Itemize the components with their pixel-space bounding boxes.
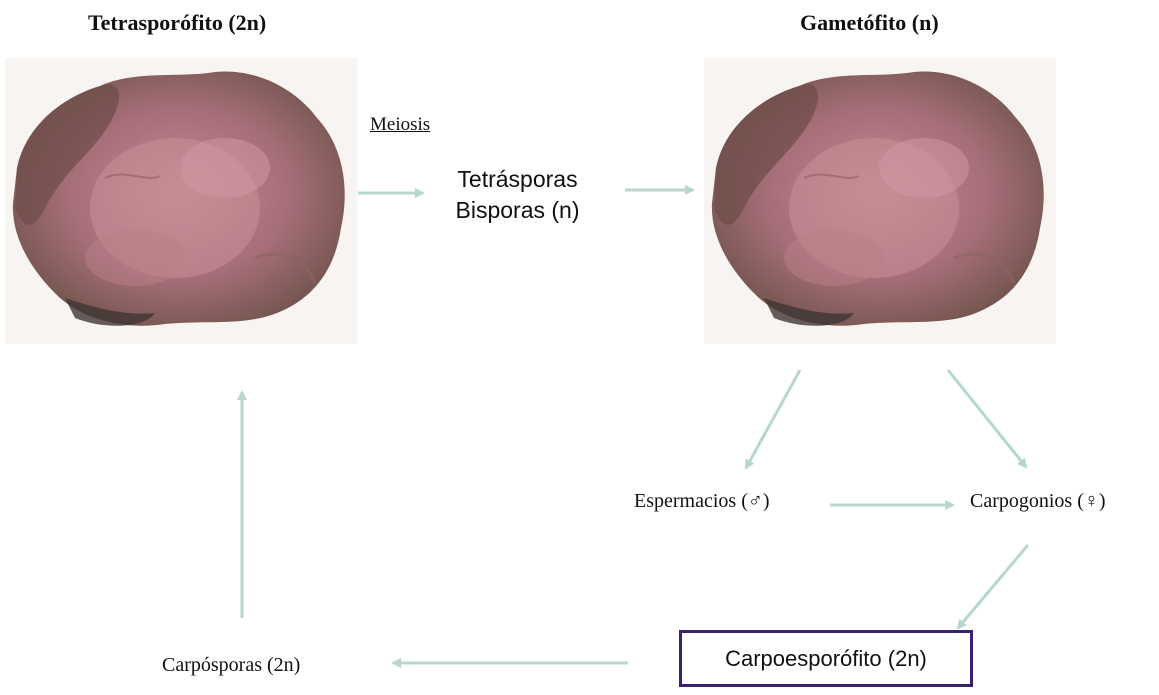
gametofito-title: Gametófito (n) xyxy=(800,10,939,36)
tetrasporas-label: Tetrásporas xyxy=(430,164,605,195)
arrow-carpogonios-to-carpoesporofito xyxy=(958,545,1028,628)
tetrasporofito-title: Tetrasporófito (2n) xyxy=(88,10,266,36)
carpogonios-label: Carpogonios (♀) xyxy=(970,490,1106,513)
meiosis-label: Meiosis xyxy=(370,114,430,136)
tetrasporofito-photo xyxy=(5,58,357,344)
gametofito-photo xyxy=(704,58,1056,344)
arrow-gametofito-to-espermacios xyxy=(746,370,800,468)
carpoesporofito-label: Carpoesporófito (2n) xyxy=(725,646,927,672)
espermacios-label: Espermacios (♂) xyxy=(634,490,770,513)
bisporas-label: Bisporas (n) xyxy=(430,195,605,226)
carposporas-label: Carpósporas (2n) xyxy=(162,654,300,677)
tetrasporas-bisporas-label: Tetrásporas Bisporas (n) xyxy=(430,164,605,226)
arrow-gametofito-to-carpogonios xyxy=(948,370,1026,467)
carpoesporofito-box: Carpoesporófito (2n) xyxy=(679,630,973,687)
